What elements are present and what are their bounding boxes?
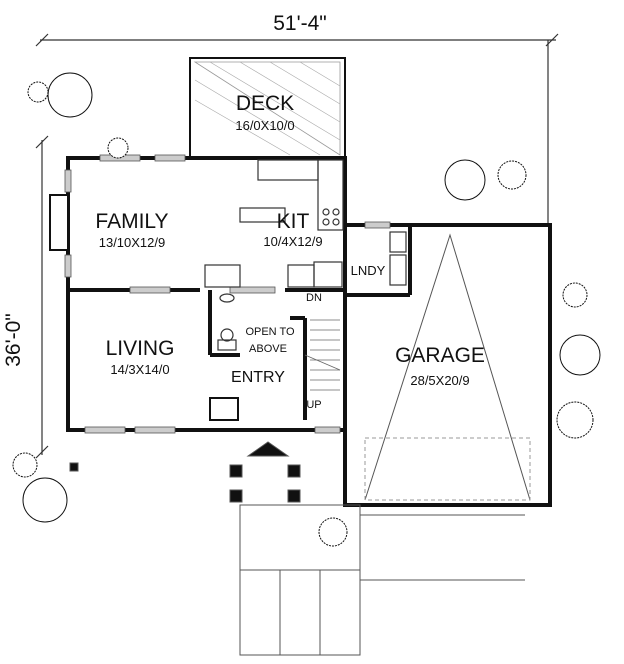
living-label: LIVING xyxy=(106,337,175,360)
above-label: ABOVE xyxy=(249,343,287,355)
landscaping-trees xyxy=(12,72,601,547)
porch-walkway xyxy=(69,441,525,656)
fixtures xyxy=(204,159,407,391)
stairs-up-label: UP xyxy=(306,399,321,411)
family-size: 13/10X12/9 xyxy=(99,235,166,250)
living-size: 14/3X14/0 xyxy=(110,362,169,377)
width-dimension: 51'-4" xyxy=(273,12,327,35)
family-label: FAMILY xyxy=(95,210,168,233)
garage-size: 28/5X20/9 xyxy=(410,373,469,388)
stairs-down-label: DN xyxy=(306,292,322,304)
deck-size: 16/0X10/0 xyxy=(235,118,294,133)
kitchen-size: 10/4X12/9 xyxy=(263,234,322,249)
garage-door-lines xyxy=(364,233,531,501)
kitchen-label: KIT xyxy=(277,210,310,233)
open-to-label: OPEN TO xyxy=(245,326,295,338)
entry-label: ENTRY xyxy=(231,369,285,386)
dimension-lines xyxy=(35,33,559,459)
laundry-label: LNDY xyxy=(351,263,386,278)
garage-label: GARAGE xyxy=(395,344,485,367)
deck-label: DECK xyxy=(236,92,294,115)
depth-dimension: 36'-0" xyxy=(2,313,25,367)
